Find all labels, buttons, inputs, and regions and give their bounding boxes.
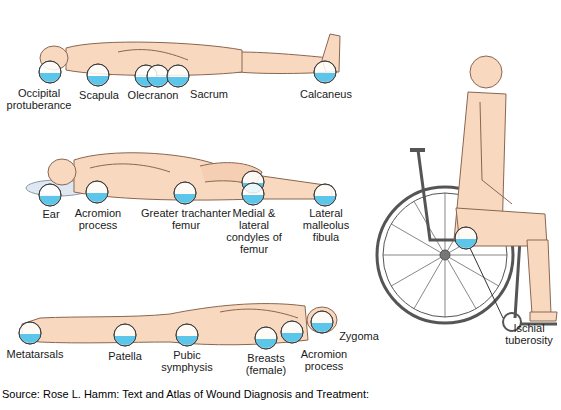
site-label: Pubic symphysis — [160, 349, 214, 373]
site-label: Medial & lateral condyles of femur — [222, 207, 286, 255]
arm — [90, 164, 170, 172]
body — [74, 153, 332, 200]
site-label: Ear — [36, 208, 66, 220]
arm — [480, 102, 512, 204]
handle — [410, 148, 425, 152]
arm — [118, 50, 188, 60]
site-label: Lateral malleolus fibula — [296, 207, 356, 243]
head — [307, 307, 337, 333]
foot — [530, 312, 557, 321]
head — [470, 56, 502, 88]
head — [48, 159, 76, 185]
shin — [527, 240, 551, 314]
site-label: Acromion process — [294, 348, 354, 372]
leader-line — [470, 248, 503, 318]
site-label: Patella — [100, 350, 150, 362]
site-label: Scapula — [74, 89, 124, 101]
site-label: Zygoma — [336, 330, 382, 342]
site-label: Acromion process — [70, 207, 126, 231]
hub — [440, 250, 450, 260]
site-label: Metatarsals — [3, 348, 67, 360]
site-label: Olecranon — [124, 89, 182, 101]
supine-figure — [40, 34, 340, 76]
site-label: Sacrum — [184, 88, 234, 100]
seated-figure — [454, 56, 557, 321]
site-label: Breasts (female) — [236, 352, 296, 376]
source-caption: Source: Rose L. Hamm: Text and Atlas of … — [2, 388, 369, 401]
site-label: Occipital protuberance — [3, 87, 75, 111]
site-label: Greater trachanter femur — [140, 207, 232, 231]
arm — [220, 309, 298, 318]
site-label: Ischial tuberosity — [500, 322, 558, 346]
site-label: Calcaneus — [296, 88, 356, 100]
